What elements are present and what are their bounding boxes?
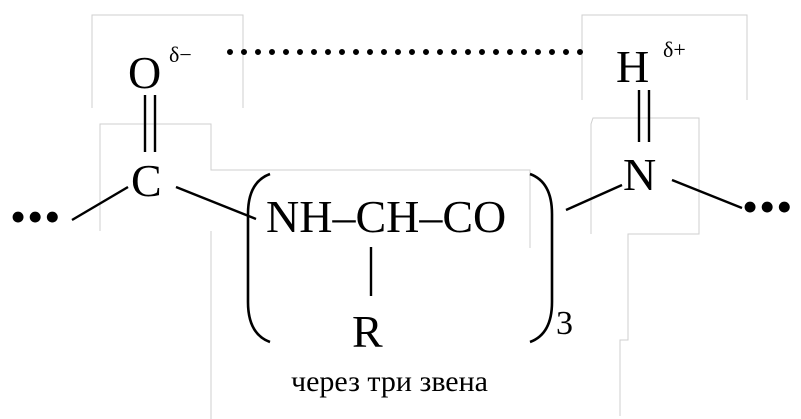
oxygen-partial-charge: δ− [169, 42, 192, 67]
carbon-atom: C [131, 155, 162, 206]
frame-left-chain [99, 123, 531, 248]
frame-right-chain [590, 117, 700, 416]
bond-nitrogen-to-right-chain [671, 178, 743, 210]
side-chain-r: R [352, 306, 383, 357]
bond-carbon-to-bracket [175, 185, 257, 221]
nitrogen-atom: N [623, 149, 656, 200]
left-parenthesis [246, 172, 271, 344]
caption-text: через три звена [291, 365, 488, 398]
right-chain-continuation: ••• [742, 181, 793, 232]
right-parenthesis [529, 172, 554, 344]
hydrogen-atom: H [616, 41, 649, 92]
repeat-count-subscript: 3 [556, 305, 573, 342]
hydrogen-partial-charge: δ+ [663, 37, 686, 62]
repeat-unit-backbone: NH–CH–CO [266, 191, 506, 242]
bond-bracket-to-nitrogen [565, 183, 623, 212]
oxygen-atom: O [128, 47, 161, 98]
left-chain-continuation: ••• [10, 191, 61, 242]
bond-left-chain-to-carbon [71, 185, 129, 222]
frame-hydrogen [581, 14, 748, 100]
frame-oxygen [91, 14, 244, 108]
background-frames [91, 14, 748, 419]
